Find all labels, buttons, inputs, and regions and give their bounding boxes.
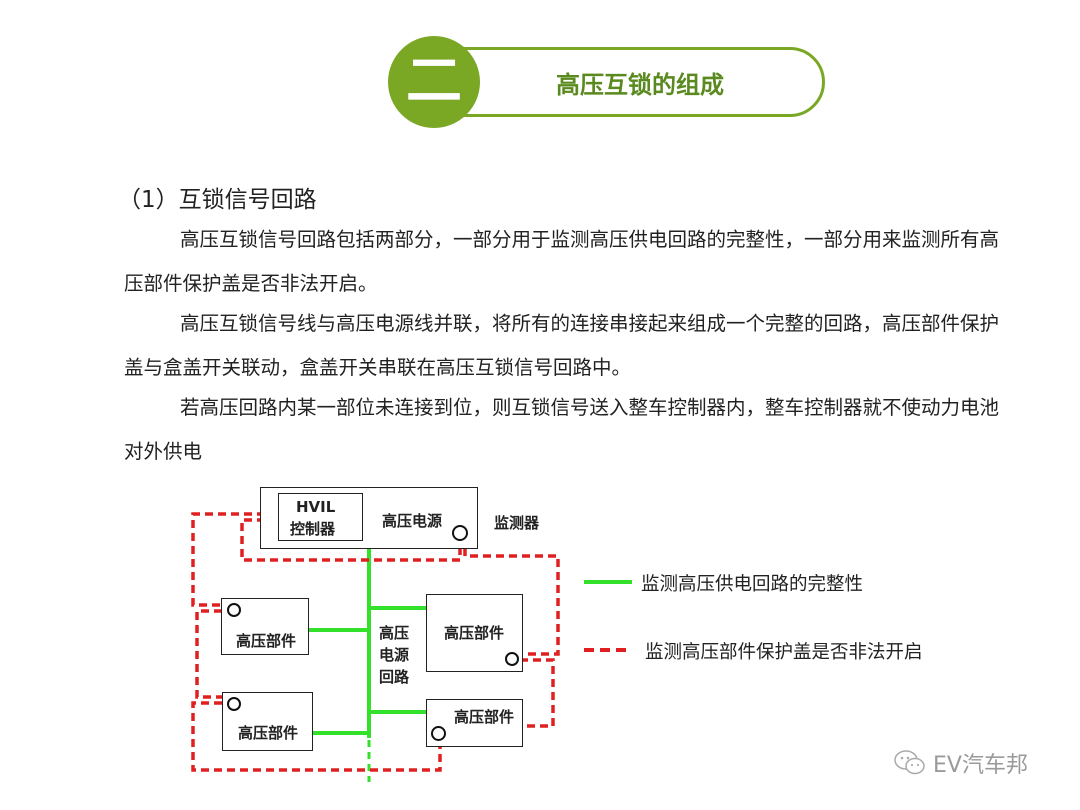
paragraph-1: 高压互锁信号回路包括两部分，一部分用于监测高压供电回路的完整性，一部分用来监测所… [124,228,1000,295]
power-source-label: 高压电源 [382,512,443,530]
header-title: 高压互锁的组成 [556,70,724,99]
paragraph-3: 若高压回路内某一部位未连接到位，则互锁信号送入整车控制器内，整车控制器就不使动力… [124,396,1000,463]
wechat-icon [894,750,925,775]
monitor-label: 监测器 [494,514,540,532]
paragraph-2: 高压互锁信号线与高压电源线并联，将所有的连接串接起来组成一个完整的回路，高压部件… [124,312,1000,379]
hv-component-label: 高压部件 [238,724,299,742]
header-pill [415,47,825,117]
watermark-text: EV汽车邦 [933,753,1028,778]
hvil-controller-box [278,493,363,541]
hv-component-label: 高压部件 [236,632,297,650]
switch-circle-icon [227,603,241,617]
switch-circle-icon [227,697,241,711]
legend-label-interlock: 监测高压部件保护盖是否非法开启 [645,642,923,663]
section-title: （1）互锁信号回路 [118,187,317,213]
hv-component-label: 高压部件 [444,624,505,642]
bus-label-3: 回路 [379,668,410,686]
interlock-lines [191,512,560,772]
switch-circle-icon [505,652,519,666]
switch-circle-icon [431,726,446,741]
bus-label-1: 高压 [379,624,410,642]
watermark: EV汽车邦 [893,747,1028,779]
controller-label: 控制器 [290,520,336,538]
switch-circle-icon [452,525,468,541]
legend-label-power: 监测高压供电回路的完整性 [641,574,864,595]
power-bus-lines [307,548,427,738]
bus-label-2: 电源 [379,646,410,664]
hv-component-label: 高压部件 [454,708,515,726]
section-number-badge: 二 [388,36,480,128]
hvil-label: HVIL [296,498,336,516]
